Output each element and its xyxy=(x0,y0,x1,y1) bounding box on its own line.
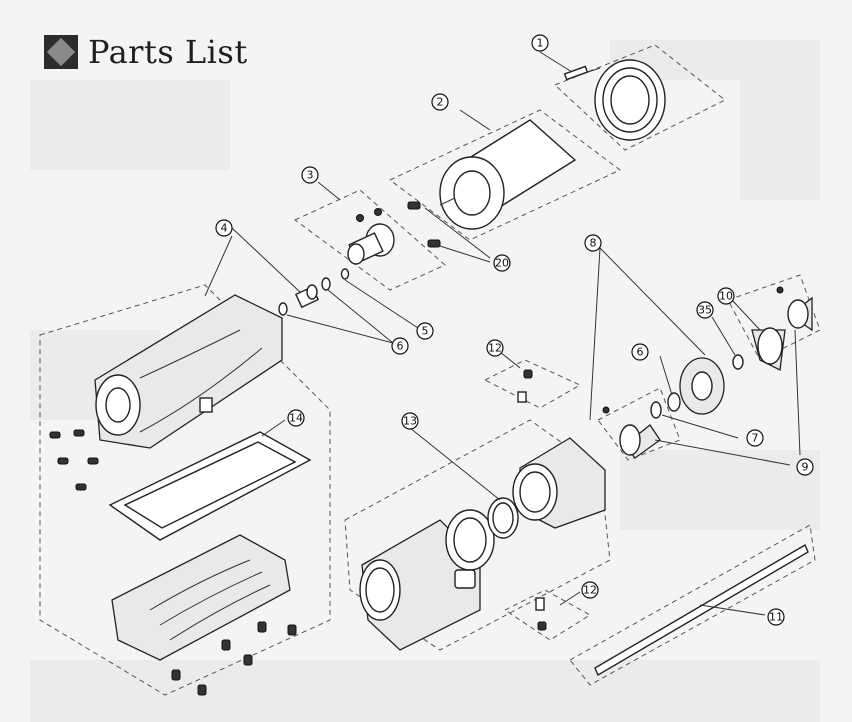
svg-text:35: 35 xyxy=(698,304,712,317)
callout-7: 7 xyxy=(746,429,764,447)
svg-text:1: 1 xyxy=(537,37,544,50)
part-13-o-ring xyxy=(409,427,519,539)
callout-11: 11 xyxy=(767,608,785,626)
callout-5: 5 xyxy=(416,322,434,340)
svg-text:6: 6 xyxy=(637,346,644,359)
callout-4: 4 xyxy=(215,219,233,237)
svg-text:9: 9 xyxy=(802,461,809,474)
callout-20: 20 xyxy=(493,254,511,272)
svg-text:8: 8 xyxy=(590,237,597,250)
callout-9: 9 xyxy=(796,458,814,476)
impeller-assembly xyxy=(589,247,791,466)
svg-text:5: 5 xyxy=(422,325,429,338)
svg-text:3: 3 xyxy=(307,169,314,182)
callout-10: 10 xyxy=(717,287,735,305)
part-5-6-washers xyxy=(278,268,419,344)
page-title: Parts List xyxy=(88,33,248,71)
callout-3: 3 xyxy=(301,166,319,184)
part-11-drive-shaft xyxy=(569,524,816,686)
callout-12-lower: 12 xyxy=(581,581,599,599)
part-4-bushing xyxy=(231,227,320,309)
svg-text:20: 20 xyxy=(495,257,509,270)
callout-2: 2 xyxy=(431,93,449,111)
callout-35: 35 xyxy=(696,301,714,319)
propeller-assembly xyxy=(711,274,821,456)
part-12-upper-screw-set xyxy=(483,351,582,409)
svg-text:10: 10 xyxy=(719,290,733,303)
svg-text:12: 12 xyxy=(488,342,502,355)
svg-text:6: 6 xyxy=(397,340,404,353)
svg-text:7: 7 xyxy=(752,432,759,445)
svg-text:2: 2 xyxy=(437,96,444,109)
intake-grate xyxy=(111,534,291,661)
callout-6-right: 6 xyxy=(631,343,649,361)
part-2-motor xyxy=(389,109,621,241)
hull-housing xyxy=(39,235,331,696)
part-3-coupler xyxy=(294,181,446,291)
page-header: Parts List xyxy=(44,32,248,72)
callout-12-upper: 12 xyxy=(486,339,504,357)
svg-text:14: 14 xyxy=(289,412,303,425)
svg-text:11: 11 xyxy=(769,611,783,624)
part-12-lower-screw-set xyxy=(504,589,591,641)
part-14-gasket xyxy=(108,419,312,541)
callout-6-left: 6 xyxy=(391,337,409,355)
callout-14: 14 xyxy=(287,409,305,427)
callout-13: 13 xyxy=(401,412,419,430)
svg-text:4: 4 xyxy=(221,222,228,235)
part-1-cooling-coil xyxy=(539,44,726,151)
diamond-bullet-icon xyxy=(44,35,78,69)
mounting-screws-bottom xyxy=(171,621,297,696)
part-20-screws xyxy=(424,207,491,263)
pump-housing xyxy=(344,419,611,651)
callout-1: 1 xyxy=(531,34,549,52)
svg-text:12: 12 xyxy=(583,584,597,597)
mounting-screws-left xyxy=(49,429,99,491)
svg-text:13: 13 xyxy=(403,415,417,428)
callout-8: 8 xyxy=(584,234,602,252)
